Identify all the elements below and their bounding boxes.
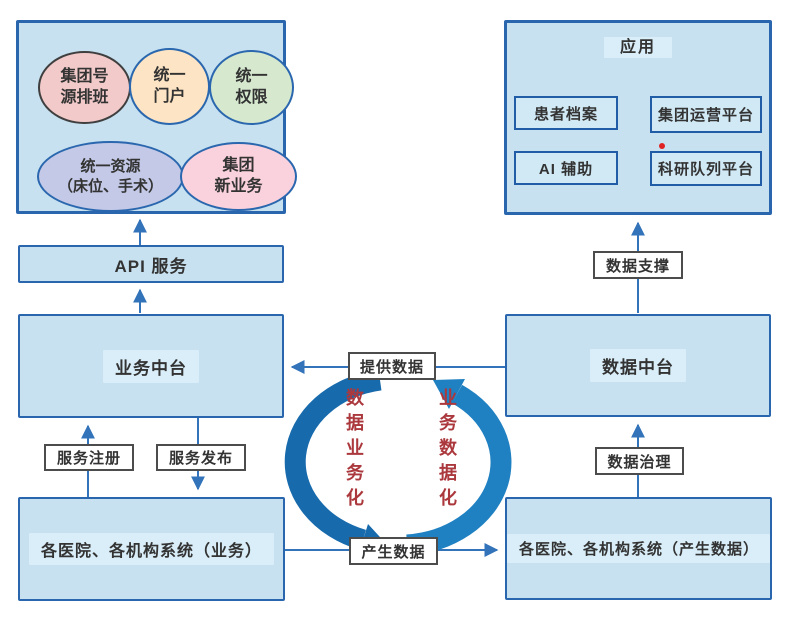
application-panel-title: 应用	[507, 33, 769, 58]
hospital-systems-business-label: 各医院、各机构系统（业务）	[28, 533, 274, 565]
data-business-cycle	[284, 369, 512, 556]
hospital-systems-business-box: 各医院、各机构系统（业务）	[18, 497, 285, 601]
business-middle-platform-label: 业务中台	[103, 349, 199, 383]
label-data-support: 数据支撑	[593, 251, 683, 279]
cycle-text-business-to-data: 业务数据化	[437, 388, 457, 513]
hospital-systems-data-label: 各医院、各机构系统（产生数据）	[507, 534, 770, 563]
hospital-systems-data-box: 各医院、各机构系统（产生数据）	[505, 497, 772, 600]
api-service-label: API 服务	[114, 256, 188, 276]
label-provide-data: 提供数据	[348, 352, 436, 380]
api-service-box: API 服务	[18, 245, 284, 283]
cycle-left-arc	[284, 369, 382, 551]
label-service-publish: 服务发布	[156, 444, 246, 471]
app-item-research-cohort-platform: 科研队列平台	[650, 151, 762, 186]
data-middle-platform-label: 数据中台	[590, 349, 686, 382]
label-produce-data: 产生数据	[349, 537, 438, 565]
cycle-text-data-to-business: 数据业务化	[344, 388, 364, 513]
business-middle-platform-box: 业务中台	[18, 314, 284, 418]
ellipse-unified-portal: 统一 门户	[129, 48, 210, 125]
cycle-right-arc	[406, 384, 512, 556]
platform-capabilities-panel: 集团号 源排班 统一 门户 统一 权限 统一资源 （床位、手术） 集团 新业务	[16, 20, 297, 214]
ellipse-group-scheduling: 集团号 源排班	[38, 51, 131, 124]
ellipse-group-new-business: 集团 新业务	[180, 142, 297, 211]
app-item-patient-records: 患者档案	[514, 96, 618, 130]
ellipse-unified-resource: 统一资源 （床位、手术）	[37, 141, 184, 212]
label-service-register: 服务注册	[44, 444, 134, 471]
app-item-ai-assist: AI 辅助	[514, 151, 618, 185]
label-data-governance: 数据治理	[595, 447, 684, 475]
red-dot	[659, 143, 665, 149]
ellipse-unified-permission: 统一 权限	[209, 50, 294, 125]
data-middle-platform-box: 数据中台	[505, 314, 771, 417]
cycle-right-arrowhead-icon	[433, 379, 465, 409]
app-item-group-operations-platform: 集团运营平台	[650, 96, 762, 133]
